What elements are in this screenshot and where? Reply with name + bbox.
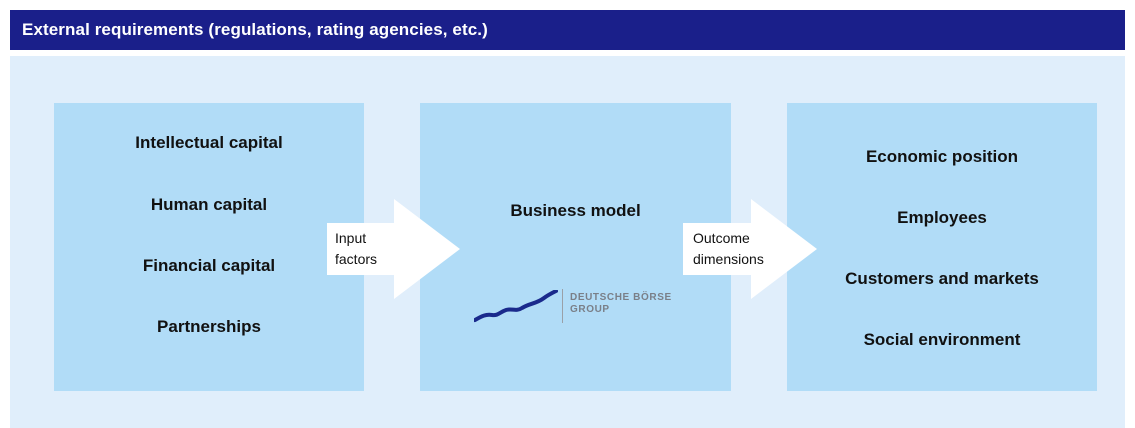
capitals-box: Intellectual capital Human capital Finan…	[54, 103, 364, 391]
outcome-item: Social environment	[863, 330, 1021, 349]
capital-item: Partnerships	[157, 317, 261, 336]
logo-line-2: GROUP	[570, 304, 610, 315]
capital-item: Human capital	[150, 195, 268, 214]
outcomes-box: Economic position Employees Customers an…	[787, 103, 1097, 391]
business-model-title: Business model	[510, 201, 641, 220]
outcome-dimensions-label: Outcome dimensions	[693, 230, 764, 267]
outcome-item: Economic position	[865, 147, 1019, 166]
capital-item: Financial capital	[142, 256, 276, 275]
business-model-box: Business model	[420, 103, 731, 391]
outcome-item: Employees	[897, 208, 987, 227]
outcome-arrow-icon	[683, 199, 817, 299]
input-factors-label: Input factors	[335, 230, 378, 267]
capital-item: Intellectual capital	[135, 133, 283, 152]
logo-text: DEUTSCHE BÖRSE GROUP	[570, 292, 672, 316]
outcome-item: Customers and markets	[845, 269, 1039, 288]
logo-divider	[562, 289, 563, 323]
logo-line-1: DEUTSCHE BÖRSE	[570, 292, 672, 303]
deutsche-boerse-logo-icon	[474, 290, 558, 322]
header-title: External requirements (regulations, rati…	[22, 20, 488, 39]
input-arrow-icon	[327, 199, 460, 299]
header-bar: External requirements (regulations, rati…	[10, 10, 1125, 50]
